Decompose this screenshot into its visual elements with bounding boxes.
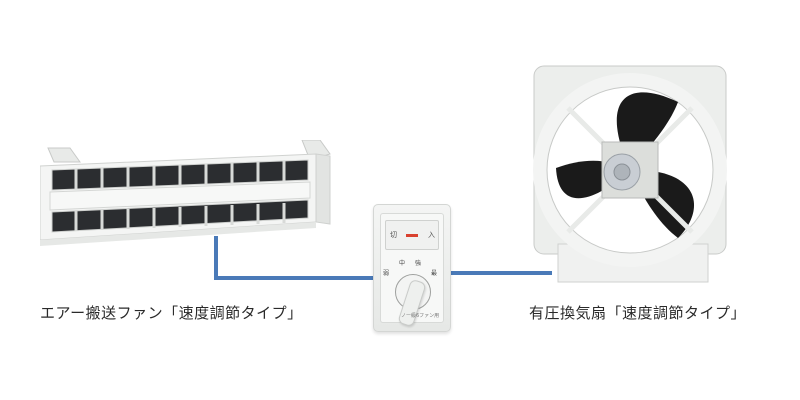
speed-controller: 切 入 弱 中 強 最 ノー級6ファン用 [373, 204, 451, 332]
power-switch[interactable]: 切 入 [385, 220, 439, 250]
dial-label-2: 中 [399, 260, 406, 267]
wire-fan-to-controller-horizontal [214, 276, 376, 280]
wire-controller-to-pressure-fan [446, 271, 552, 275]
dial-label-3: 強 [415, 260, 422, 267]
dial-label-1: 弱 [383, 270, 390, 277]
controller-faceplate: 切 入 弱 中 強 最 ノー級6ファン用 [380, 213, 444, 328]
indicator-led [406, 234, 418, 237]
pressure-fan-label: 有圧換気扇「速度調節タイプ」 [529, 304, 747, 322]
switch-on-label: 入 [428, 231, 435, 239]
pressure-ventilation-fan-image [528, 58, 733, 288]
dial-label-4: 最 [431, 270, 438, 277]
controller-model-text: ノー級6ファン用 [401, 313, 440, 319]
switch-off-label: 切 [390, 231, 397, 239]
wire-fan-to-controller-vertical [214, 236, 218, 280]
air-conveyor-fan-image [39, 139, 340, 250]
air-conveyor-fan-label: エアー搬送ファン「速度調節タイプ」 [40, 304, 303, 322]
